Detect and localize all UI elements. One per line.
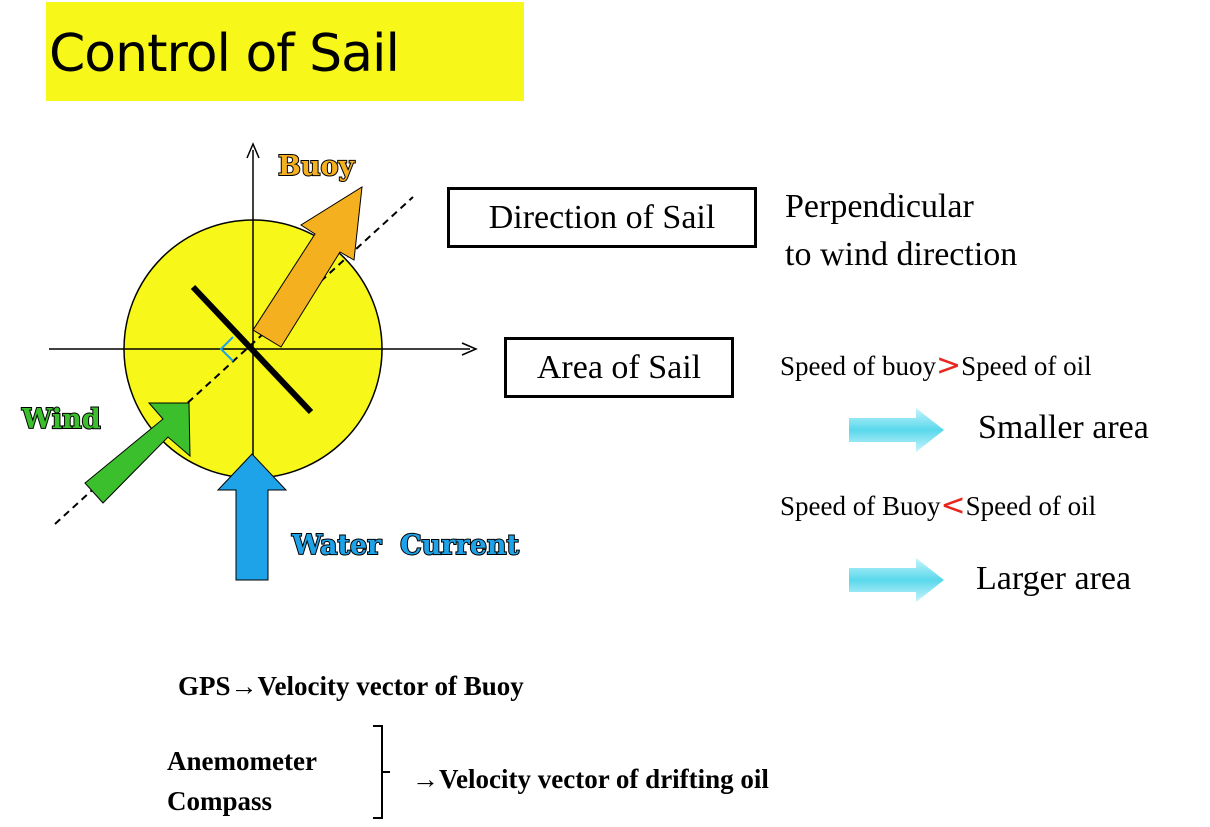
rule1: Speed of buoy>Speed of oil [780, 351, 1092, 381]
y-axis-arrowhead [246, 142, 260, 159]
title-banner [46, 2, 524, 101]
wind-direction-line [54, 196, 414, 525]
water-current-arrow [216, 453, 288, 581]
anemometer-label: Anemometer [167, 746, 317, 776]
direction-description-line2: to wind direction [785, 236, 1018, 273]
x-axis-arrowhead [461, 342, 478, 356]
rule2: Speed of Buoy<Speed of oil [780, 491, 1096, 521]
water-current-label: Water Current [291, 530, 520, 561]
page-title: Control of Sail [49, 24, 400, 84]
rule1-relation: > [935, 348, 962, 383]
sensor-bracket [373, 725, 383, 819]
direction-of-sail-label: Direction of Sail [488, 198, 716, 236]
gps-line: GPS→Velocity vector of Buoy [178, 671, 524, 701]
rule2-result: Larger area [976, 560, 1132, 597]
buoy-arrow [252, 186, 363, 348]
rule2-relation: < [940, 488, 966, 523]
larger-area-arrow [849, 558, 944, 602]
smaller-area-arrow [849, 408, 944, 452]
rule1-left: Speed of buoy [780, 351, 936, 381]
direction-of-sail-box: Direction of Sail [447, 187, 757, 248]
rule2-left: Speed of Buoy [780, 491, 941, 521]
drift-line: →Velocity vector of drifting oil [412, 764, 769, 794]
wind-label: Wind [21, 404, 102, 435]
direction-description-line1: Perpendicular [785, 188, 974, 225]
wind-arrow [84, 402, 191, 504]
rule1-result: Smaller area [978, 409, 1149, 446]
area-of-sail-label: Area of Sail [536, 348, 702, 386]
area-of-sail-box: Area of Sail [504, 337, 734, 398]
compass-label: Compass [167, 786, 273, 816]
buoy-label: Buoy [277, 151, 355, 182]
rule1-right: Speed of oil [961, 351, 1092, 381]
sail [190, 284, 314, 415]
right-angle-mark [219, 336, 234, 362]
rule2-right: Speed of oil [965, 491, 1097, 521]
